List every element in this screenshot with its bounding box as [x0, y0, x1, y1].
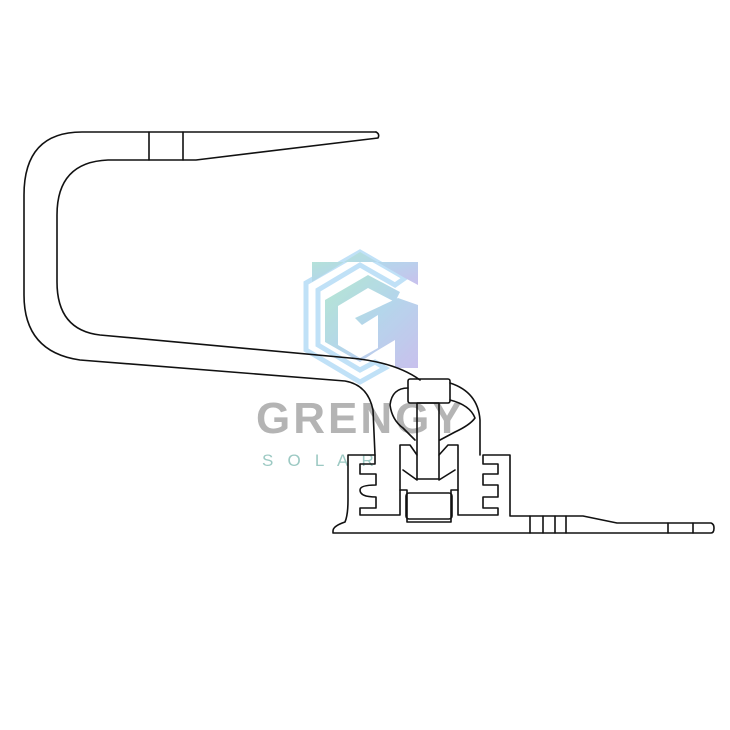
mounting-rail	[332, 444, 715, 534]
brand-tagline: S O L A R	[262, 451, 374, 470]
brand-name: GRENGY	[256, 394, 465, 443]
roof-hook	[23, 131, 421, 456]
brand-logo-icon	[303, 249, 418, 385]
clamp-bolt	[389, 378, 481, 480]
